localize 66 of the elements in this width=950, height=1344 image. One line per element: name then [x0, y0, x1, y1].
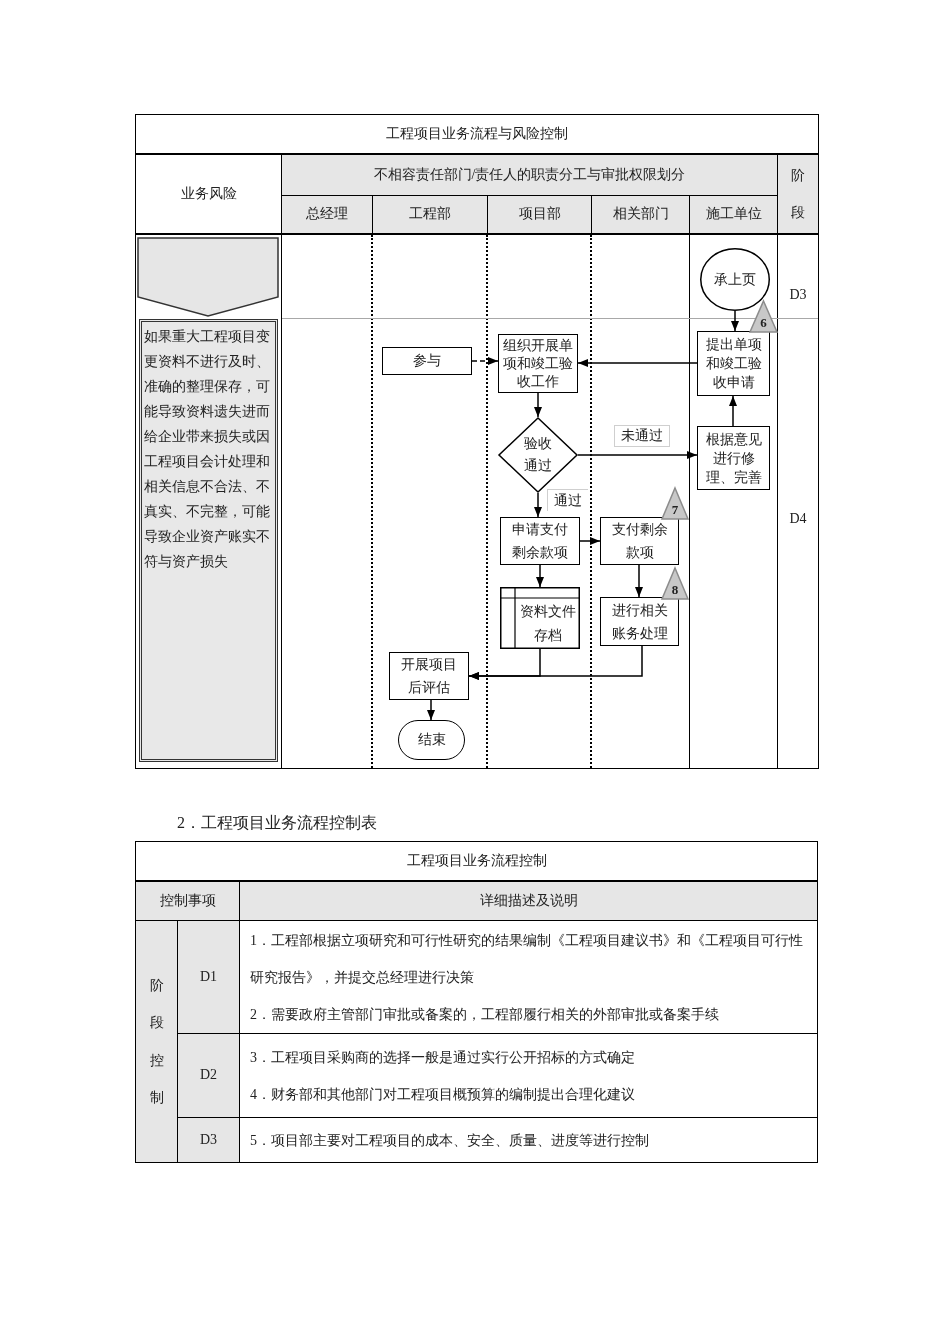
process-box	[382, 347, 472, 375]
flow-arrow	[577, 359, 698, 367]
flow-arrow	[534, 492, 542, 518]
control-point-number: 8	[671, 581, 679, 599]
section-heading: 2．工程项目业务流程控制表	[177, 813, 377, 833]
flow-arrow	[729, 395, 737, 427]
node-label: 提出单项和竣工验收申请	[704, 336, 763, 392]
description-text: 1．工程部根据立项研究和可行性研究的结果编制《工程项目建议书》和《工程项目可行性研究报告》，并提交总经理进行决策	[250, 931, 804, 987]
risk-text: 如果重大工程项目变更资料不进行及时、准确的整理保存，可能导致资料遗失进而给企业带来损失或因工程项目会计处理和相关信息不合法、不真实、不完整，可能导致企业资产账实不符与资产损失	[143, 328, 271, 571]
description-text: 3．工程项目采购商的选择一般是通过实行公开招标的方式确定	[250, 1048, 635, 1067]
node-label: 结束	[417, 731, 446, 749]
lane-header: 项目部	[488, 196, 592, 235]
lane-header: 相关部门	[592, 196, 690, 235]
control-point-triangle	[749, 300, 778, 333]
risk-description-box	[139, 319, 278, 762]
column-header: 控制事项	[136, 882, 240, 921]
description-text: 4．财务部和其他部门对工程项目概预算的编制提出合理化建议	[250, 1085, 635, 1104]
process-box	[600, 517, 679, 565]
row-header: D3	[178, 1118, 240, 1162]
row-group-header: 阶段控制	[149, 976, 164, 1107]
row-header: D1	[178, 921, 240, 1034]
description-text: 2．需要政府主管部门审批或备案的，工程部履行相关的外部审批或备案手续	[250, 1005, 719, 1024]
end-terminator	[398, 720, 465, 760]
control-point-number: 7	[671, 501, 679, 519]
node-label: 资料文件存档	[519, 602, 577, 645]
edge-label: 未通过	[614, 425, 670, 447]
lane-header: 总经理	[282, 196, 373, 235]
lane-header: 施工单位	[690, 196, 778, 235]
node-label: 组织开展单项和竣工验收工作	[502, 336, 574, 391]
process-box	[500, 517, 580, 565]
node-label: 申请支付剩余款项	[511, 521, 569, 562]
flow-arrow	[536, 564, 544, 588]
edge-label: 通过	[547, 489, 588, 511]
node-label: 支付剩余款项	[610, 521, 669, 562]
node-label: 验收通过	[523, 435, 553, 475]
control-point-triangle	[661, 487, 689, 520]
data-store-box	[500, 587, 580, 649]
flow-arrow	[635, 564, 643, 598]
stage-header: 阶段	[791, 167, 805, 222]
node-label: 开展项目后评估	[400, 656, 458, 697]
flow-arrow	[471, 357, 499, 365]
control-point-number: 6	[760, 314, 767, 332]
process-box	[697, 426, 770, 490]
process-box	[697, 331, 770, 396]
stage-label: D3	[788, 286, 808, 304]
process-box	[389, 652, 469, 700]
node-label: 根据意见进行修理、完善	[704, 430, 763, 487]
flow-arrow	[579, 537, 601, 545]
flow-arrow	[731, 310, 739, 332]
description-text: 5．项目部主要对工程项目的成本、安全、质量、进度等进行控制	[250, 1131, 649, 1150]
stage-label: D4	[788, 510, 808, 528]
row-header: D2	[178, 1034, 240, 1118]
flow-arrow	[577, 451, 698, 459]
column-group-header: 不相容责任部门/责任人的职责分工与审批权限划分	[282, 155, 778, 196]
column-header: 详细描述及说明	[240, 882, 817, 921]
lane-header: 工程部	[373, 196, 488, 235]
node-label: 承上页	[714, 270, 756, 289]
node-label: 参与	[413, 352, 441, 370]
flow-arrow	[427, 699, 435, 721]
node-label: 进行相关账务处理	[610, 601, 669, 643]
connector-circle	[700, 248, 770, 311]
control-point-triangle	[661, 567, 689, 600]
flow-arrow	[468, 645, 643, 680]
process-box	[600, 597, 679, 646]
decision-diamond	[498, 417, 578, 493]
flow-arrow	[534, 392, 542, 418]
